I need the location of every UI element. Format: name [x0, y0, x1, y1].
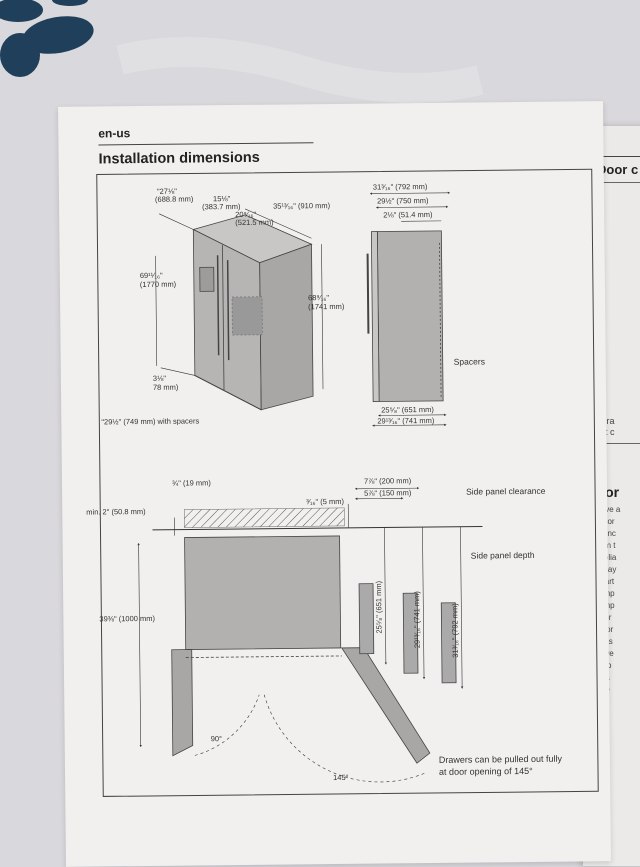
drawers-note-line-1: Drawers can be pulled out fully [439, 754, 563, 765]
side-dim-5: 29¹³⁄₁₆" (741 mm) [377, 416, 435, 426]
manual-page: en-us Installation dimensions [58, 101, 611, 867]
dim-39: 39⅜" (1000 mm) [99, 614, 155, 624]
dim-7-7-8: 7⅞" (200 mm) [364, 476, 412, 485]
side-dim-1: 31³⁄₁₆" (792 mm) [373, 182, 428, 192]
spacers-note: "29½" (749 mm) with spacers [101, 416, 199, 426]
dim-bottom: 3⅛" [153, 374, 167, 383]
dim-height-left: 69¹¹⁄₁₆" [140, 271, 163, 280]
side-panel-clearance-label: Side panel clearance [466, 486, 546, 497]
dim-min2: min. 2" (50.8 mm) [86, 507, 146, 517]
drawers-note-line-2: at door opening of 145° [439, 766, 533, 777]
dim-5-7-8: 5⅞" (150 mm) [364, 488, 412, 497]
spacers-label: Spacers [454, 356, 485, 366]
vdim-651: 25⁵⁄₈" (651 mm) [374, 580, 384, 633]
dim-3-16: ³⁄₁₆" (5 mm) [306, 497, 344, 506]
dim-height-right-mm: (1741 mm) [308, 302, 345, 311]
dim-bottom-mm: 78 mm) [153, 383, 179, 392]
side-dim-3: 2⅛" (51.4 mm) [383, 210, 433, 220]
dim-total-depth-mm: (688.8 mm) [155, 194, 194, 203]
dim-mid-mm: (521.5 mm) [235, 218, 274, 227]
vdim-741: 29¹³⁄₁₆" (741 mm) [412, 591, 422, 649]
dim-height-right: 68⁹⁄₁₆" [308, 293, 329, 302]
side-dim-2: 29½" (750 mm) [377, 196, 429, 206]
dim-height-left-mm: (1770 mm) [140, 280, 177, 289]
dim-width: 35¹³⁄₁₆" (910 mm) [273, 201, 331, 211]
side-panel-depth-label: Side panel depth [471, 550, 535, 561]
dim-three-quarter: ¾" (19 mm) [172, 478, 212, 487]
water-dispenser [200, 267, 214, 291]
side-dim-4: 25⁵⁄₈" (651 mm) [381, 405, 434, 415]
fridge-side-view [367, 231, 443, 402]
angle-145: 145° [333, 773, 349, 782]
cutout-area [232, 297, 262, 335]
vdim-792: 31³⁄₁₆" (792 mm) [450, 603, 460, 658]
plan-view-fridge [171, 535, 457, 766]
installation-diagram: "27⅛" (688.8 mm) 15⅛" (383.7 mm) 20⁹⁄₁₆"… [58, 101, 611, 867]
angle-90: 90° [211, 734, 222, 743]
fridge-perspective [193, 214, 313, 410]
plan-view-wall [152, 506, 482, 529]
